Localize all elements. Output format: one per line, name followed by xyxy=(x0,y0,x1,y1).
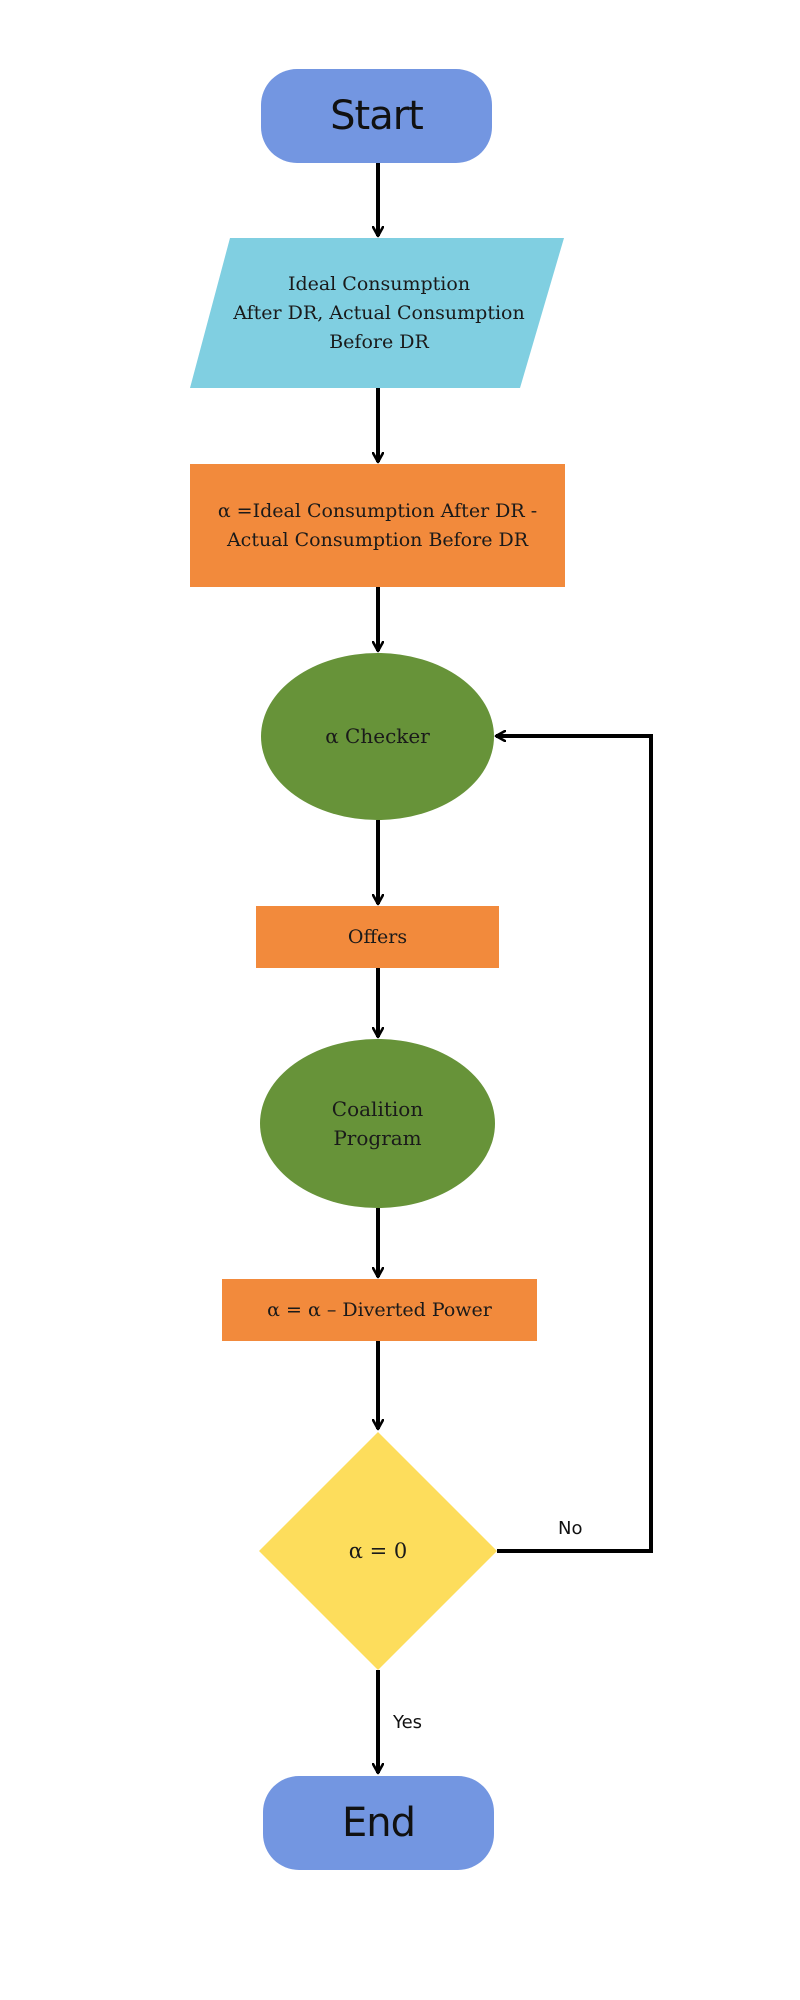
decision-label: α = 0 xyxy=(348,1539,408,1563)
alpha-calc-label: α =Ideal Consumption After DR - Actual C… xyxy=(217,499,538,551)
alpha-update-node: α = α – Diverted Power xyxy=(222,1279,537,1341)
edge-label-yes: Yes xyxy=(393,1712,423,1733)
edge-label-no: No xyxy=(558,1518,583,1539)
alpha-checker-node: α Checker xyxy=(261,653,494,820)
end-label: End xyxy=(341,1800,416,1846)
decision-node: α = 0 xyxy=(289,1511,467,1591)
offers-node: Offers xyxy=(256,906,499,968)
decision-diamond-shape xyxy=(259,1432,497,1670)
coalition-label: Coalition Program xyxy=(331,1096,424,1150)
start-label: Start xyxy=(330,93,424,139)
alpha-checker-label: α Checker xyxy=(325,724,430,748)
offers-label: Offers xyxy=(347,925,408,948)
coalition-node: Coalition Program xyxy=(260,1039,495,1208)
end-node: End xyxy=(263,1776,494,1870)
input-parallelogram-shape xyxy=(190,238,564,388)
input-label: Ideal Consumption After DR, Actual Consu… xyxy=(233,272,525,353)
input-node: Ideal Consumption After DR, Actual Consu… xyxy=(214,238,544,388)
start-node: Start xyxy=(261,69,492,163)
arrow-decision-no-to-checker xyxy=(496,736,653,1553)
alpha-calc-node: α =Ideal Consumption After DR - Actual C… xyxy=(190,464,565,587)
alpha-update-label: α = α – Diverted Power xyxy=(267,1298,492,1321)
